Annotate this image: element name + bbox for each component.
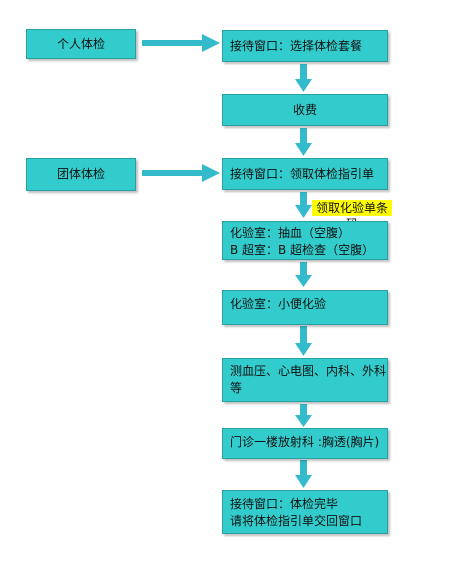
reception-choose-package-label: 接待窗口：选择体检套餐	[230, 38, 363, 53]
urine-test-box: 化验室：小便化验	[222, 290, 388, 325]
checkup-complete-label: 接待窗口：体检完毕	[230, 497, 339, 511]
arrow-down-4	[295, 262, 312, 287]
individual-checkup-box: 个人体检	[26, 29, 136, 59]
xray-label: 门诊一楼放射科 :胸透(胸片)	[230, 435, 380, 449]
arrow-down-1	[295, 64, 312, 92]
general-exams-label-line1: 测血压、心电图、内科、外科	[230, 364, 387, 378]
arrow-down-3	[295, 192, 312, 218]
individual-checkup-label: 个人体检	[56, 36, 105, 51]
arrow-down-5	[295, 326, 312, 356]
reception-guide-sheet-box: 接待窗口：领取体检指引单	[222, 158, 388, 190]
arrow-down-6	[295, 404, 312, 427]
payment-box: 收费	[222, 94, 388, 126]
urine-test-label: 化验室：小便化验	[230, 297, 327, 311]
arrow-down-2	[295, 128, 312, 156]
arrow-individual-to-reception	[142, 34, 220, 52]
xray-box: 门诊一楼放射科 :胸透(胸片)	[222, 428, 388, 459]
blood-test-label: 化验室：抽血（空腹）	[230, 226, 351, 240]
group-checkup-box: 团体体检	[26, 158, 136, 191]
reception-choose-package-box: 接待窗口：选择体检套餐	[222, 30, 388, 62]
group-checkup-label: 团体体检	[56, 167, 105, 181]
blood-ultrasound-box: 化验室：抽血（空腹） B 超室：B 超检查（空腹）	[222, 221, 388, 260]
ultrasound-label: B 超室：B 超检查（空腹）	[230, 243, 375, 257]
return-guide-sheet-label: 请将体检指引单交回窗口	[230, 514, 363, 528]
reception-guide-sheet-label: 接待窗口：领取体检指引单	[230, 166, 375, 181]
general-exams-box: 测血压、心电图、内科、外科 等	[222, 358, 388, 402]
general-exams-label-line2: 等	[230, 381, 243, 395]
reception-complete-box: 接待窗口：体检完毕 请将体检指引单交回窗口	[222, 490, 388, 534]
lab-barcode-note: 领取化验单条码	[312, 200, 392, 231]
arrow-group-to-reception	[142, 164, 220, 182]
payment-label: 收费	[292, 102, 317, 117]
arrow-down-7	[295, 460, 312, 488]
